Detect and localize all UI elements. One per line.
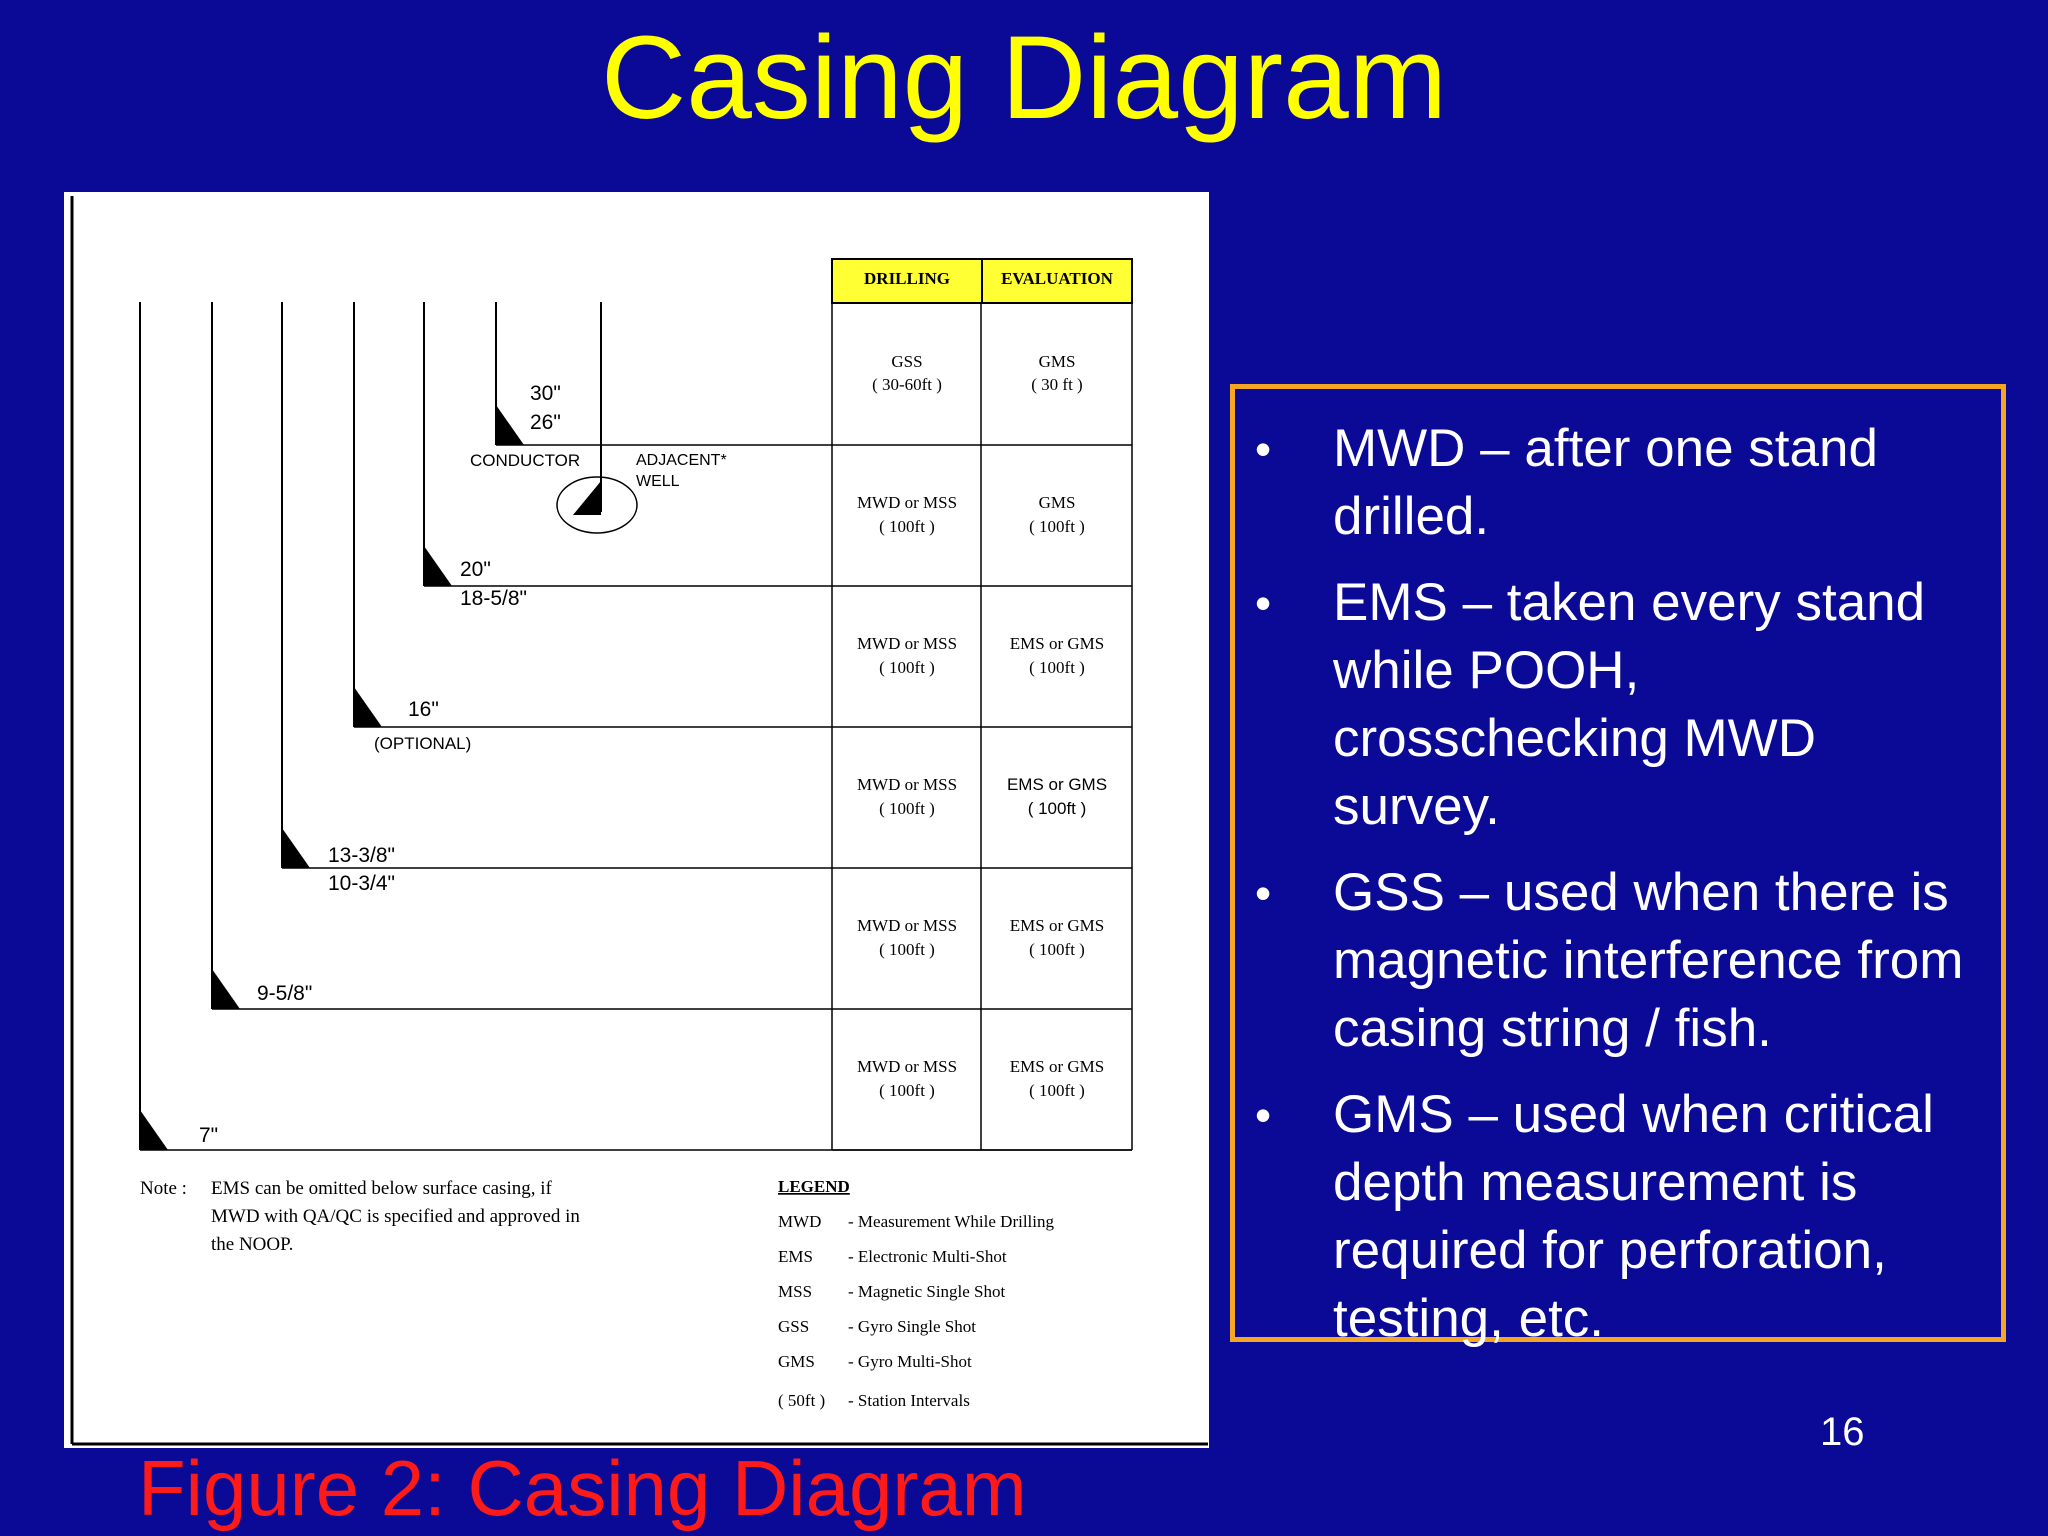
survey-notes-list: • MWD – after one stand drilled. • EMS – t… — [1235, 415, 1981, 1353]
cell-evaluation-1: GMS — [1039, 352, 1076, 371]
casing-labels: 30" 26" CONDUCTOR ADJACENT* WELL 20" 18-… — [199, 382, 727, 1147]
bullet-text: MWD – after one stand drilled. — [1333, 419, 1878, 546]
cell-drilling-1: GSS — [891, 352, 922, 371]
cell-drilling-2-interval: ( 100ft ) — [879, 517, 935, 536]
bullet-item: • GMS – used when critical depth measurem… — [1235, 1081, 1981, 1353]
adjacent-well-shoe-icon — [573, 481, 601, 515]
note-line-3: the NOOP. — [211, 1234, 293, 1255]
header-drilling: DRILLING — [864, 269, 950, 288]
label-30in: 30" — [530, 382, 561, 405]
slide-title: Casing Diagram — [601, 12, 1447, 144]
shoe-surface-icon — [424, 546, 452, 586]
bullet-icon: • — [1255, 1089, 1272, 1141]
bullet-item: • MWD – after one stand drilled. — [1235, 415, 1981, 551]
cell-evaluation-4-interval: ( 100ft ) — [1028, 799, 1087, 818]
cell-drilling-3-interval: ( 100ft ) — [879, 658, 935, 677]
cell-evaluation-2-interval: ( 100ft ) — [1029, 517, 1085, 536]
survey-notes-box: • MWD – after one stand drilled. • EMS – t… — [1230, 384, 2006, 1348]
cell-evaluation-5: EMS or GMS — [1010, 916, 1104, 935]
legend-abbr-interval: ( 50ft ) — [778, 1391, 825, 1410]
label-10-3-4in: 10-3/4" — [328, 872, 395, 895]
bullet-text: EMS – taken every stand while POOH, cros… — [1333, 573, 1926, 836]
shoe-16-icon — [354, 687, 382, 727]
cell-drilling-1-interval: ( 30-60ft ) — [872, 375, 942, 394]
cell-evaluation-1-interval: ( 30 ft ) — [1031, 375, 1082, 394]
shoe-7-icon — [140, 1110, 168, 1150]
label-16in: 16" — [408, 698, 439, 721]
label-18-5-8in: 18-5/8" — [460, 587, 527, 610]
note-line-2: MWD with QA/QC is specified and approved… — [211, 1206, 580, 1227]
figure-caption: Figure 2: Casing Diagram — [138, 1444, 1027, 1532]
legend-desc-mwd: - Measurement While Drilling — [848, 1212, 1054, 1231]
cell-drilling-3: MWD or MSS — [857, 634, 957, 653]
note-block: Note : EMS can be omitted below surface … — [140, 1178, 580, 1255]
cell-drilling-2: MWD or MSS — [857, 493, 957, 512]
casing-diagram-figure: DRILLING EVALUATION GSS ( 30-60ft ) GMS … — [64, 192, 1209, 1448]
page-number: 16 — [1820, 1410, 1865, 1454]
cell-evaluation-2: GMS — [1039, 493, 1076, 512]
legend-title: LEGEND — [778, 1177, 850, 1196]
legend-block: LEGEND MWD - Measurement While Drilling … — [778, 1177, 1054, 1410]
note-line-1: EMS can be omitted below surface casing,… — [211, 1178, 553, 1199]
legend-abbr-gms: GMS — [778, 1352, 815, 1371]
table-grid — [831, 303, 1133, 1151]
casing-diagram-svg: DRILLING EVALUATION GSS ( 30-60ft ) GMS … — [70, 196, 1208, 1446]
legend-desc-gms: - Gyro Multi-Shot — [848, 1352, 972, 1371]
adjacent-well-circle-icon — [556, 476, 638, 534]
bullet-text: GMS – used when critical depth measureme… — [1333, 1085, 1934, 1348]
table-cells: GSS ( 30-60ft ) GMS ( 30 ft ) MWD or MSS… — [857, 352, 1107, 1100]
casing-shoes — [140, 405, 524, 1150]
bullet-item: • GSS – used when there is magnetic inter… — [1235, 859, 1981, 1063]
bullet-item: • EMS – taken every stand while POOH, cro… — [1235, 569, 1981, 841]
cell-drilling-4-interval: ( 100ft ) — [879, 799, 935, 818]
shoe-13-icon — [282, 828, 310, 868]
cell-evaluation-5-interval: ( 100ft ) — [1029, 940, 1085, 959]
cell-evaluation-4: EMS or GMS — [1007, 775, 1107, 794]
bullet-icon: • — [1255, 423, 1272, 475]
cell-drilling-4: MWD or MSS — [857, 775, 957, 794]
bullet-text: GSS – used when there is magnetic interf… — [1333, 863, 1964, 1058]
legend-abbr-gss: GSS — [778, 1317, 809, 1336]
header-evaluation: EVALUATION — [1001, 269, 1114, 288]
cell-drilling-6: MWD or MSS — [857, 1057, 957, 1076]
legend-desc-gss: - Gyro Single Shot — [848, 1317, 976, 1336]
shoe-9-icon — [212, 969, 240, 1009]
label-adjacent: ADJACENT* — [636, 452, 727, 469]
legend-abbr-mss: MSS — [778, 1282, 812, 1301]
legend-desc-ems: - Electronic Multi-Shot — [848, 1247, 1007, 1266]
bullet-icon: • — [1255, 867, 1272, 919]
shoe-conductor-icon — [496, 405, 524, 445]
cell-evaluation-6-interval: ( 100ft ) — [1029, 1081, 1085, 1100]
cell-drilling-5: MWD or MSS — [857, 916, 957, 935]
label-optional: (OPTIONAL) — [374, 734, 471, 753]
label-conductor: CONDUCTOR — [470, 451, 580, 470]
label-26in: 26" — [530, 411, 561, 434]
casing-strings — [139, 302, 602, 1150]
note-label: Note : — [140, 1178, 187, 1199]
label-9-5-8in: 9-5/8" — [257, 982, 312, 1005]
legend-abbr-ems: EMS — [778, 1247, 813, 1266]
label-well: WELL — [636, 473, 680, 490]
cell-evaluation-6: EMS or GMS — [1010, 1057, 1104, 1076]
cell-evaluation-3-interval: ( 100ft ) — [1029, 658, 1085, 677]
label-20in: 20" — [460, 558, 491, 581]
cell-drilling-6-interval: ( 100ft ) — [879, 1081, 935, 1100]
label-7in: 7" — [199, 1124, 218, 1147]
depth-lines — [140, 444, 1132, 1151]
legend-desc-interval: - Station Intervals — [848, 1391, 970, 1410]
cell-evaluation-3: EMS or GMS — [1010, 634, 1104, 653]
bullet-icon: • — [1255, 577, 1272, 629]
legend-abbr-mwd: MWD — [778, 1212, 821, 1231]
label-13-3-8in: 13-3/8" — [328, 844, 395, 867]
header-cell-evaluation — [981, 258, 1133, 304]
cell-drilling-5-interval: ( 100ft ) — [879, 940, 935, 959]
legend-desc-mss: - Magnetic Single Shot — [848, 1282, 1006, 1301]
